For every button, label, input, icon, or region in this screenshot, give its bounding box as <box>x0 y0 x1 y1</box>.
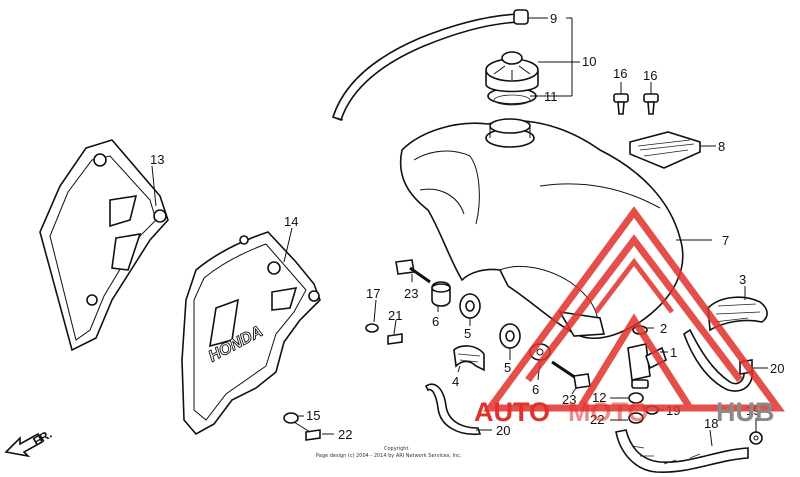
bolt-23-lower-part <box>551 360 591 389</box>
watermark-hub: HUB <box>716 397 775 427</box>
callout-18: 18 <box>704 416 718 431</box>
callout-20-right: 20 <box>770 361 784 376</box>
watermark-logo <box>483 206 785 412</box>
callout-8: 8 <box>718 139 725 154</box>
left-plate-part <box>39 139 169 352</box>
fuel-cap-part <box>485 51 539 106</box>
tank-holder-part <box>629 131 701 169</box>
callout-16b: 16 <box>643 68 657 83</box>
copyright-line-1: Copyright <box>384 446 408 452</box>
fuel-cock-part <box>627 325 667 389</box>
watermark-text: AUTO MOTO HUB <box>474 397 775 427</box>
side-shroud-part: HONDA <box>181 231 321 436</box>
callout-23-lower: 23 <box>562 392 576 407</box>
callout-6b: 6 <box>532 382 539 397</box>
callout-22-right: 22 <box>590 412 604 427</box>
callout-2: 2 <box>660 321 667 336</box>
fuel-hose-18-part <box>615 429 749 473</box>
fuel-line-left-part <box>424 383 482 435</box>
front-direction-arrow: FR. <box>4 427 54 458</box>
callout-5b: 5 <box>504 360 511 375</box>
watermark-moto: MOTO <box>568 397 649 427</box>
callouts: 9 10 11 16 16 8 13 7 14 3 23 17 6 5 21 2… <box>150 11 784 442</box>
bolt-23-upper-part <box>395 259 431 284</box>
callout-12: 12 <box>592 390 606 405</box>
callout-22-left: 22 <box>338 427 352 442</box>
washer-bolt-part <box>365 323 403 345</box>
callout-17: 17 <box>366 286 380 301</box>
callout-6a: 6 <box>432 314 439 329</box>
callout-13: 13 <box>150 152 164 167</box>
strap-3-part <box>707 296 768 332</box>
callout-3: 3 <box>739 272 746 287</box>
bolts-16-part <box>613 93 659 115</box>
callout-5a: 5 <box>464 326 471 341</box>
callout-1: 1 <box>670 345 677 360</box>
copyright-footer: Copyright Page design (c) 2004 - 2014 by… <box>316 446 462 459</box>
callout-11: 11 <box>544 89 558 104</box>
watermark-auto: AUTO <box>474 397 550 427</box>
breather-tube-part <box>332 9 529 122</box>
callout-14: 14 <box>284 214 298 229</box>
callout-10: 10 <box>582 54 596 69</box>
fuel-tank-part <box>399 118 684 340</box>
callout-21: 21 <box>388 308 402 323</box>
callout-9: 9 <box>550 11 557 26</box>
small-bolts-part <box>283 412 321 441</box>
callout-4: 4 <box>452 374 459 389</box>
callout-23-upper: 23 <box>404 286 418 301</box>
callout-16a: 16 <box>613 66 627 81</box>
callout-7: 7 <box>722 233 729 248</box>
callout-20-left: 20 <box>496 423 510 438</box>
copyright-line-2: Page design (c) 2004 - 2014 by ARI Netwo… <box>316 453 462 459</box>
callout-15: 15 <box>306 408 320 423</box>
strap-mount-4-part <box>453 345 485 372</box>
